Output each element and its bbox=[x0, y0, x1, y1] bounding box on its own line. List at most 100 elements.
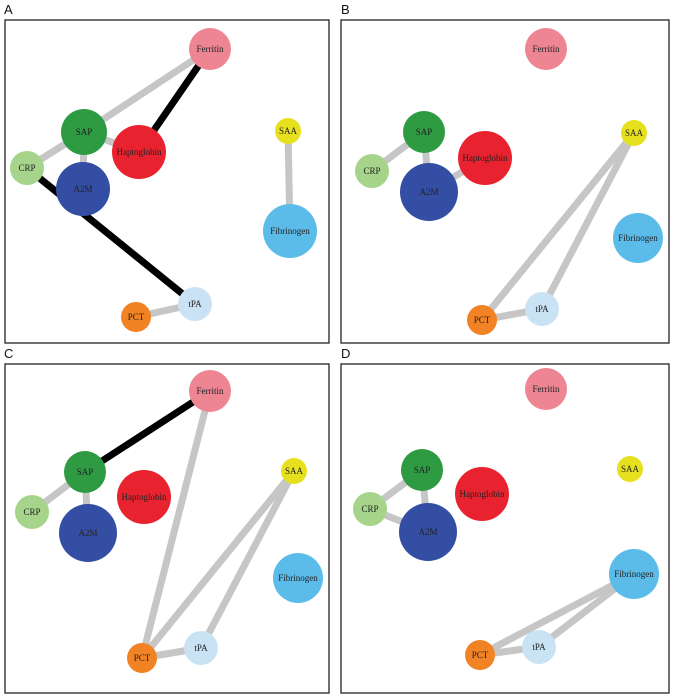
edge-saa-tpa bbox=[197, 469, 298, 650]
node-sap: SAP bbox=[401, 449, 443, 491]
node-label: Fibrinogen bbox=[278, 573, 318, 583]
edge-saa-pct bbox=[479, 130, 637, 323]
node-label: Haptoglobin bbox=[460, 489, 505, 499]
node-haptoglobin: Haptoglobin bbox=[117, 470, 171, 524]
node-circle bbox=[467, 305, 497, 335]
node-circle bbox=[458, 131, 512, 185]
node-crp: CRP bbox=[10, 151, 44, 185]
node-label: A2M bbox=[78, 528, 97, 538]
node-haptoglobin: Haptoglobin bbox=[112, 125, 166, 179]
node-circle bbox=[621, 120, 647, 146]
node-label: SAP bbox=[76, 127, 93, 137]
node-circle bbox=[59, 504, 117, 562]
node-haptoglobin: Haptoglobin bbox=[455, 467, 509, 521]
node-pct: PCT bbox=[127, 643, 157, 673]
node-pct: PCT bbox=[467, 305, 497, 335]
node-a2m: A2M bbox=[59, 504, 117, 562]
node-circle bbox=[353, 492, 387, 526]
node-haptoglobin: Haptoglobin bbox=[458, 131, 512, 185]
node-sap: SAP bbox=[61, 109, 107, 155]
node-fibrinogen: Fibrinogen bbox=[609, 549, 659, 599]
node-ferritin: Ferritin bbox=[525, 368, 567, 410]
node-fibrinogen: Fibrinogen bbox=[263, 204, 317, 258]
node-label: Ferritin bbox=[197, 44, 224, 54]
edge-saa-tpa bbox=[538, 131, 638, 311]
node-label: tPA bbox=[194, 643, 208, 653]
node-label: SAA bbox=[625, 128, 644, 138]
node-ferritin: Ferritin bbox=[189, 370, 231, 412]
node-tpa: tPA bbox=[525, 292, 559, 326]
edge-crp-tpa bbox=[24, 165, 198, 307]
node-label: SAA bbox=[621, 464, 640, 474]
node-circle bbox=[127, 643, 157, 673]
node-circle bbox=[525, 368, 567, 410]
panel-frame bbox=[4, 363, 330, 694]
node-label: tPA bbox=[535, 304, 549, 314]
network-panel-b: FerritinSAPHaptoglobinCRPA2MSAAFibrinoge… bbox=[340, 19, 670, 344]
node-label: Ferritin bbox=[197, 386, 224, 396]
node-a2m: A2M bbox=[400, 163, 458, 221]
node-circle bbox=[355, 154, 389, 188]
node-label: A2M bbox=[418, 527, 437, 537]
node-circle bbox=[178, 287, 212, 321]
node-crp: CRP bbox=[353, 492, 387, 526]
node-label: A2M bbox=[419, 187, 438, 197]
node-a2m: A2M bbox=[399, 503, 457, 561]
node-circle bbox=[10, 151, 44, 185]
node-label: CRP bbox=[23, 507, 40, 517]
node-label: SAP bbox=[414, 465, 431, 475]
node-fibrinogen: Fibrinogen bbox=[613, 213, 663, 263]
node-circle bbox=[112, 125, 166, 179]
node-label: PCT bbox=[474, 315, 491, 325]
edge-sap-ferritin bbox=[83, 388, 212, 475]
node-label: Fibrinogen bbox=[270, 226, 310, 236]
node-label: tPA bbox=[532, 642, 546, 652]
edge-saa-pct bbox=[139, 468, 297, 661]
node-circle bbox=[399, 503, 457, 561]
node-crp: CRP bbox=[15, 495, 49, 529]
node-circle bbox=[403, 111, 445, 153]
node-circle bbox=[525, 292, 559, 326]
node-circle bbox=[273, 553, 323, 603]
node-circle bbox=[522, 630, 556, 664]
panel-label-d: D bbox=[341, 346, 351, 361]
node-circle bbox=[281, 458, 307, 484]
node-label: PCT bbox=[472, 650, 489, 660]
node-label: SAA bbox=[279, 126, 298, 136]
node-saa: SAA bbox=[275, 118, 301, 144]
node-circle bbox=[56, 162, 110, 216]
node-saa: SAA bbox=[621, 120, 647, 146]
node-label: SAP bbox=[416, 127, 433, 137]
node-label: PCT bbox=[128, 312, 145, 322]
node-label: A2M bbox=[73, 184, 92, 194]
node-ferritin: Ferritin bbox=[189, 28, 231, 70]
node-tpa: tPA bbox=[184, 631, 218, 665]
node-fibrinogen: Fibrinogen bbox=[273, 553, 323, 603]
panel-label-b: B bbox=[341, 2, 350, 17]
node-circle bbox=[121, 302, 151, 332]
panel-label-c: C bbox=[4, 346, 14, 361]
node-circle bbox=[117, 470, 171, 524]
node-label: SAP bbox=[77, 467, 94, 477]
node-label: Ferritin bbox=[533, 44, 560, 54]
edge-ferritin-pct bbox=[138, 390, 214, 659]
node-circle bbox=[609, 549, 659, 599]
node-pct: PCT bbox=[465, 640, 495, 670]
node-label: PCT bbox=[134, 653, 151, 663]
node-circle bbox=[525, 28, 567, 70]
node-sap: SAP bbox=[64, 451, 106, 493]
node-tpa: tPA bbox=[522, 630, 556, 664]
node-circle bbox=[401, 449, 443, 491]
node-label: tPA bbox=[188, 299, 202, 309]
node-label: SAA bbox=[285, 466, 304, 476]
node-circle bbox=[263, 204, 317, 258]
panel-label-a: A bbox=[4, 2, 13, 17]
node-saa: SAA bbox=[281, 458, 307, 484]
node-saa: SAA bbox=[617, 456, 643, 482]
